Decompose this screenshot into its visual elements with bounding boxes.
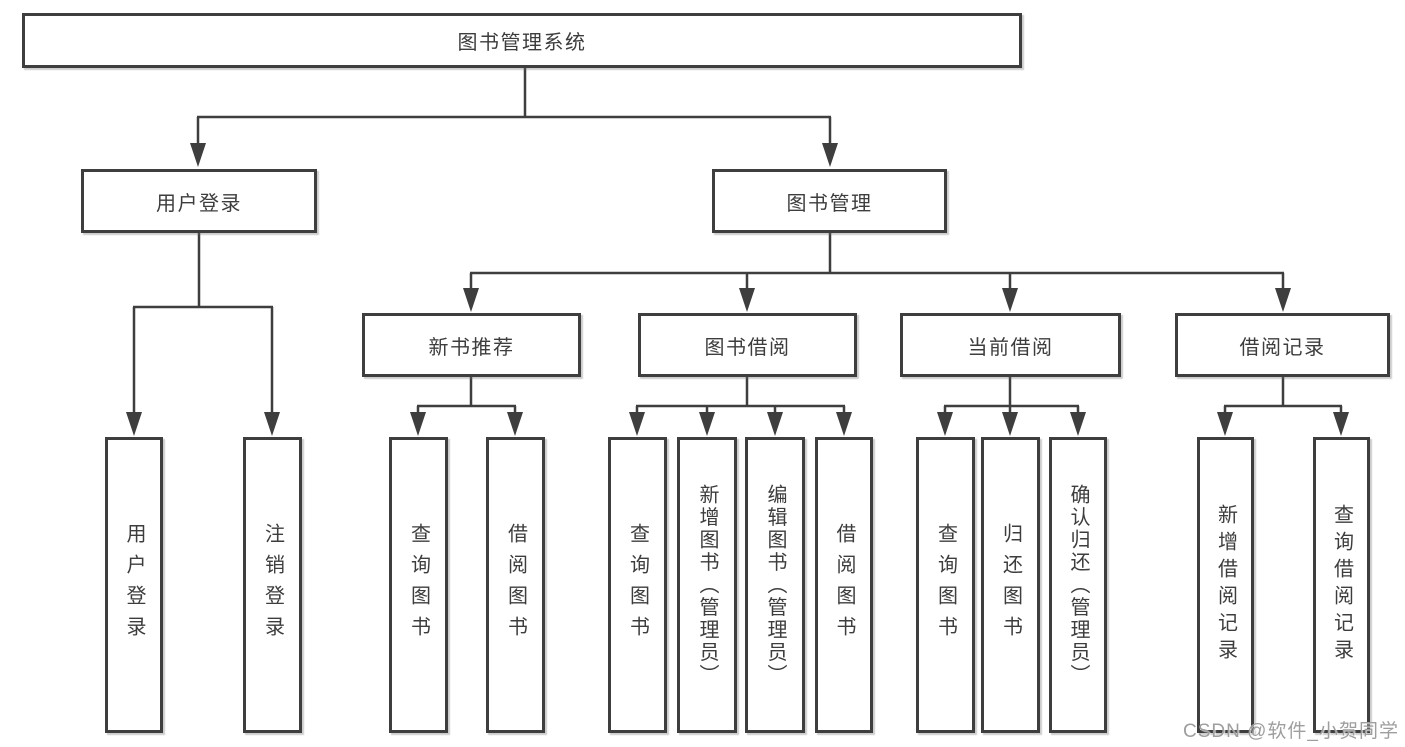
node-borrowing-records: 借阅记录	[1175, 313, 1390, 377]
node-label: 查询图书	[934, 523, 957, 647]
node-recommend-query-books: 查询图书	[389, 437, 448, 733]
node-user-login: 用户登录	[81, 169, 317, 233]
node-library-management-system: 图书管理系统	[22, 13, 1022, 68]
node-records-query-borrow-record: 查询借阅记录	[1313, 437, 1370, 733]
csdn-watermark: CSDN @软件_小贺同学	[1183, 721, 1399, 742]
arrowheads	[126, 143, 1349, 436]
node-label: 借阅图书	[504, 523, 527, 647]
node-label: 查询图书	[626, 523, 649, 647]
node-new-book-recommendation: 新书推荐	[362, 313, 581, 377]
node-borrowing-edit-books-admin: 编辑图书（管理员）	[745, 437, 805, 733]
node-records-add-borrow-record: 新增借阅记录	[1197, 437, 1254, 733]
node-label: 新增图书（管理员）	[696, 483, 718, 687]
node-current-confirm-return-admin: 确认归还（管理员）	[1049, 437, 1107, 733]
node-borrowing-add-books-admin: 新增图书（管理员）	[677, 437, 737, 733]
node-label: 查询图书	[407, 523, 430, 647]
node-label: 借阅图书	[833, 523, 855, 647]
node-label: 编辑图书（管理员）	[764, 483, 786, 687]
node-current-query-books: 查询图书	[916, 437, 975, 733]
node-label: 确认归还（管理员）	[1067, 483, 1089, 687]
node-book-management: 图书管理	[712, 169, 947, 233]
node-logout-action: 注销登录	[243, 437, 302, 733]
node-label: 归还图书	[999, 523, 1022, 647]
node-borrowing-query-books: 查询图书	[608, 437, 667, 733]
node-user-login-action: 用户登录	[105, 437, 163, 733]
node-current-borrowing: 当前借阅	[900, 313, 1121, 377]
node-recommend-borrow-books: 借阅图书	[486, 437, 545, 733]
node-label: 注销登录	[261, 523, 284, 647]
node-book-borrowing: 图书借阅	[638, 313, 857, 377]
node-label: 用户登录	[123, 523, 145, 647]
node-label: 新增借阅记录	[1214, 504, 1237, 666]
node-borrowing-borrow-books: 借阅图书	[815, 437, 873, 733]
node-label: 查询借阅记录	[1330, 504, 1353, 666]
node-current-return-books: 归还图书	[981, 437, 1040, 733]
